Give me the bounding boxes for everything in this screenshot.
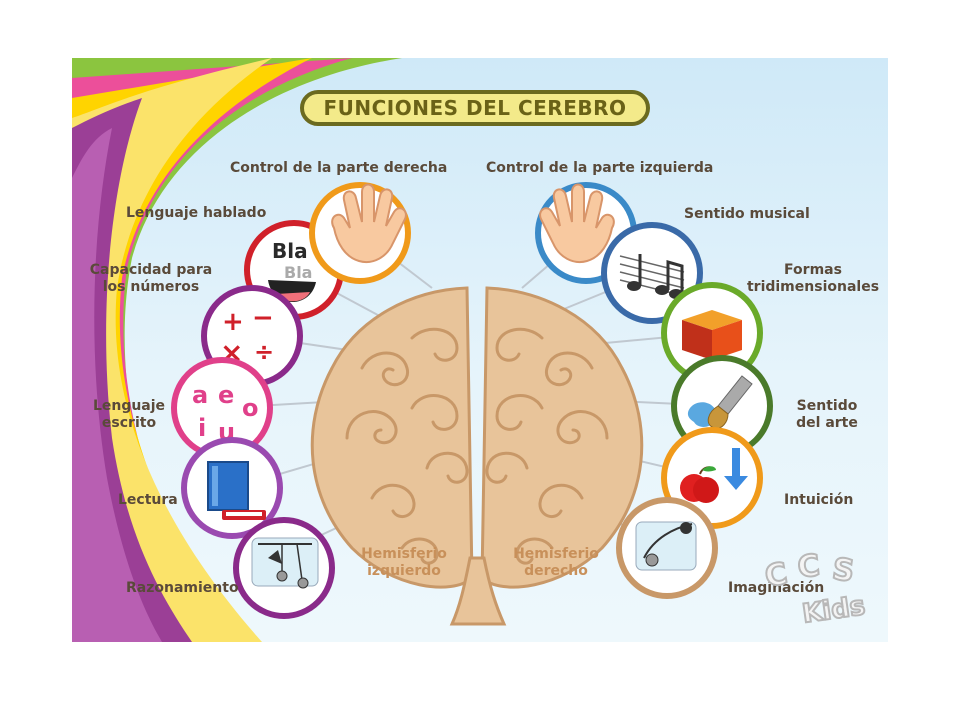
label-formas-line1: Formas bbox=[784, 262, 842, 278]
label-escrito-line1: Lenguaje bbox=[92, 398, 166, 414]
svg-text:i: i bbox=[198, 414, 206, 442]
svg-text:e: e bbox=[218, 381, 234, 409]
title-banner: FUNCIONES DEL CEREBRO bbox=[300, 90, 650, 126]
svg-text:o: o bbox=[242, 394, 259, 422]
violet-swoosh bbox=[72, 128, 162, 642]
label-formas-tridimensionales: Formas tridimensionales bbox=[742, 262, 884, 296]
label-lenguaje-escrito: Lenguaje escrito bbox=[84, 398, 174, 432]
hemi-right-line1: Hemisferio bbox=[513, 546, 599, 562]
hemi-left-line2: izquierdo bbox=[367, 563, 441, 579]
svg-text:C: C bbox=[762, 556, 790, 594]
label-control-izquierda: Control de la parte izquierda bbox=[486, 160, 714, 176]
label-hemisferio-izquierdo: Hemisferio izquierdo bbox=[354, 546, 454, 580]
imagination-icon bbox=[616, 497, 718, 599]
label-lectura: Lectura bbox=[118, 492, 178, 508]
ccs-kids-logo: C C S Kids bbox=[762, 547, 868, 630]
label-sentido-musical: Sentido musical bbox=[684, 206, 810, 222]
diagram-scene: Bla Bla + − × ÷ a e o i u bbox=[72, 58, 773, 642]
hemi-right-line2: derecho bbox=[524, 563, 588, 579]
svg-text:+: + bbox=[222, 307, 244, 337]
hemi-left-line1: Hemisferio bbox=[361, 546, 447, 562]
svg-text:a: a bbox=[192, 381, 208, 409]
label-arte-line1: Sentido bbox=[796, 398, 858, 414]
svg-text:S: S bbox=[830, 552, 856, 590]
label-capacidad-line2: los números bbox=[102, 279, 200, 295]
book-icon bbox=[181, 437, 283, 539]
label-control-derecha: Control de la parte derecha bbox=[230, 160, 448, 176]
brain-illustration bbox=[310, 286, 644, 626]
page-title: FUNCIONES DEL CEREBRO bbox=[323, 96, 627, 120]
label-sentido-arte: Sentido del arte bbox=[782, 398, 872, 432]
vowels-icon: a e o i u bbox=[171, 357, 273, 459]
svg-text:Bla: Bla bbox=[272, 239, 308, 263]
label-intuicion: Intuición bbox=[784, 492, 854, 508]
green-swoosh bbox=[72, 58, 402, 642]
label-hemisferio-derecho: Hemisferio derecho bbox=[506, 546, 606, 580]
label-imaginacion: Imaginación bbox=[728, 580, 825, 596]
svg-text:Kids: Kids bbox=[800, 591, 867, 629]
svg-text:C: C bbox=[796, 548, 822, 585]
label-arte-line2: del arte bbox=[796, 415, 858, 431]
svg-text:÷: ÷ bbox=[254, 338, 274, 366]
label-capacidad-line1: Capacidad para bbox=[89, 262, 213, 278]
label-razonamiento: Razonamiento bbox=[126, 580, 239, 596]
poster: Bla Bla + − × ÷ a e o i u bbox=[72, 58, 888, 642]
label-escrito-line2: escrito bbox=[101, 415, 157, 431]
reasoning-icon bbox=[233, 517, 335, 619]
svg-text:−: − bbox=[252, 303, 274, 333]
svg-text:Bla: Bla bbox=[284, 263, 312, 282]
label-capacidad-numeros: Capacidad para los números bbox=[80, 262, 222, 296]
label-formas-line2: tridimensionales bbox=[746, 279, 880, 295]
label-lenguaje-hablado: Lenguaje hablado bbox=[126, 205, 267, 221]
right-hand-icon bbox=[309, 182, 411, 284]
